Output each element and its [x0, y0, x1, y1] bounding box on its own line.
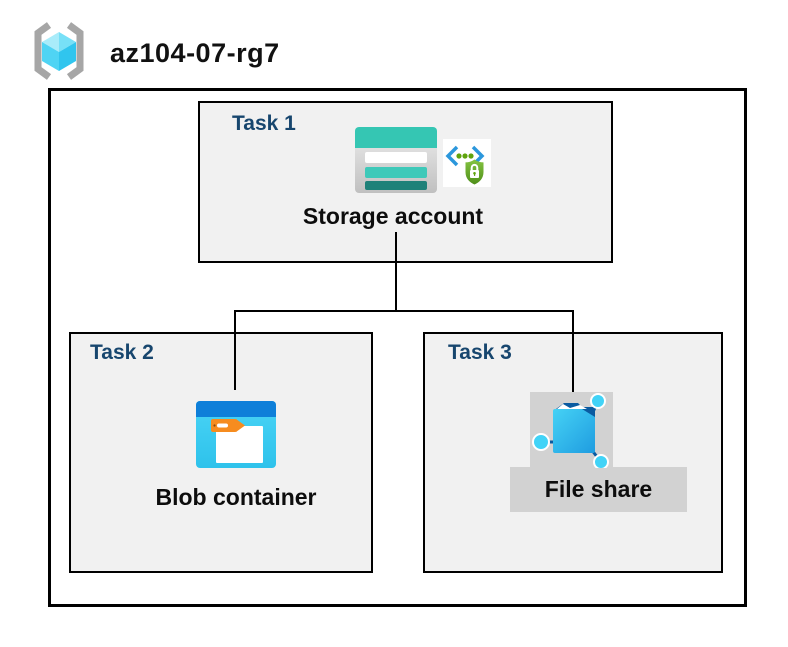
blob-container-icon: [196, 401, 276, 473]
task1-label: Task 1: [232, 112, 296, 135]
resource-group-icon: [28, 20, 90, 87]
task2-box: Task 2 Blob container: [69, 332, 373, 573]
connector-to-blob-container: [234, 310, 236, 390]
task1-box: Task 1: [198, 101, 613, 263]
task3-resource-label: File share: [544, 476, 653, 502]
connector-branch-horizontal: [234, 310, 574, 312]
task3-box: Task 3 File sh: [423, 332, 723, 573]
task2-resource-label: Blob container: [155, 484, 317, 510]
storage-account-icon: [355, 127, 437, 198]
resource-group-header: az104-07-rg7: [28, 20, 280, 87]
task2-label: Task 2: [90, 341, 154, 364]
sas-security-icon: [443, 139, 491, 192]
connector-to-file-share: [572, 310, 574, 392]
connector-storage-trunk: [395, 232, 397, 312]
task3-label: Task 3: [448, 341, 512, 364]
task1-resource-label: Storage account: [302, 203, 484, 229]
file-share-highlight-band: File share: [510, 467, 687, 512]
file-share-icon: [530, 392, 613, 473]
resource-group-name: az104-07-rg7: [110, 38, 280, 68]
